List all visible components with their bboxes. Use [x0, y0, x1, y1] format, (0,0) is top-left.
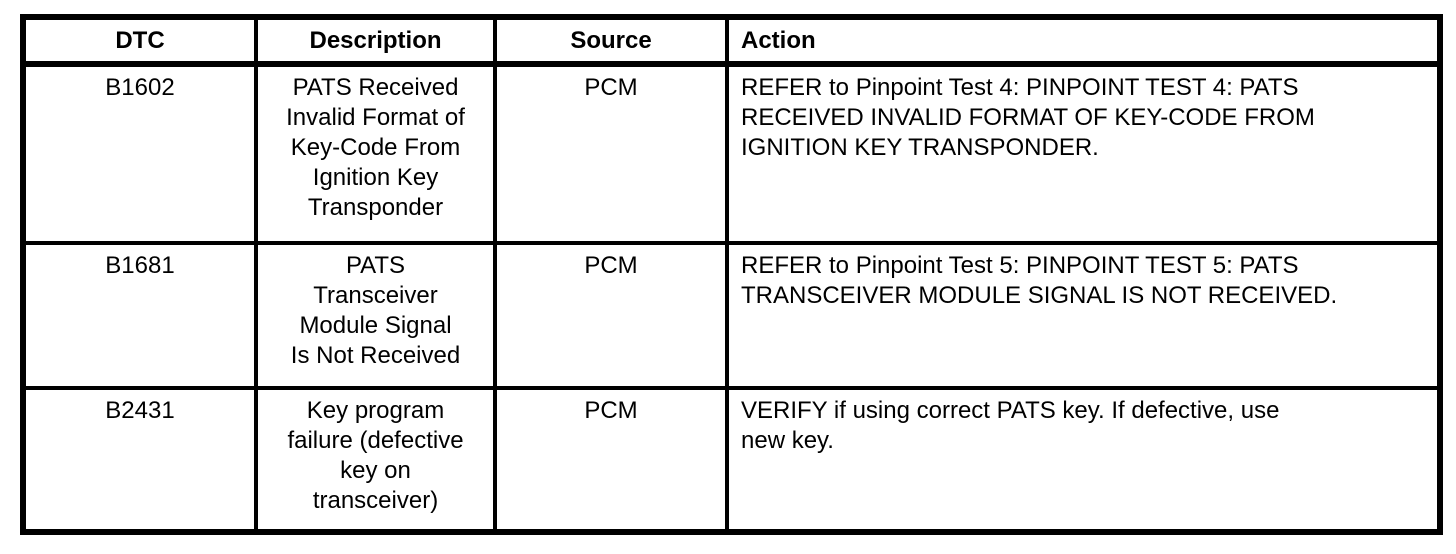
column-header-dtc: DTC — [21, 15, 258, 67]
dtc-code: B1602 — [21, 62, 258, 245]
column-header-description: Description — [254, 15, 497, 67]
dtc-source: PCM — [493, 62, 729, 245]
dtc-code: B1681 — [21, 241, 258, 390]
dtc-action: REFER to Pinpoint Test 4: PINPOINT TEST … — [725, 62, 1442, 245]
dtc-description: Key program failure (defective key on tr… — [254, 386, 497, 534]
dtc-description: PATS Received Invalid Format of Key-Code… — [254, 62, 497, 245]
column-header-source: Source — [493, 15, 729, 67]
dtc-action: REFER to Pinpoint Test 5: PINPOINT TEST … — [725, 241, 1442, 390]
dtc-action: VERIFY if using correct PATS key. If def… — [725, 386, 1442, 534]
column-header-action: Action — [725, 15, 1442, 67]
dtc-description: PATS Transceiver Module Signal Is Not Re… — [254, 241, 497, 390]
table-row: B1681 PATS Transceiver Module Signal Is … — [21, 241, 1442, 390]
table-row: B1602 PATS Received Invalid Format of Ke… — [21, 62, 1442, 245]
dtc-source: PCM — [493, 241, 729, 390]
dtc-source: PCM — [493, 386, 729, 534]
table-header-row: DTC Description Source Action — [21, 15, 1442, 67]
dtc-code: B2431 — [21, 386, 258, 534]
table-row: B2431 Key program failure (defective key… — [21, 386, 1442, 534]
dtc-table: DTC Description Source Action B1602 PATS… — [20, 14, 1443, 535]
